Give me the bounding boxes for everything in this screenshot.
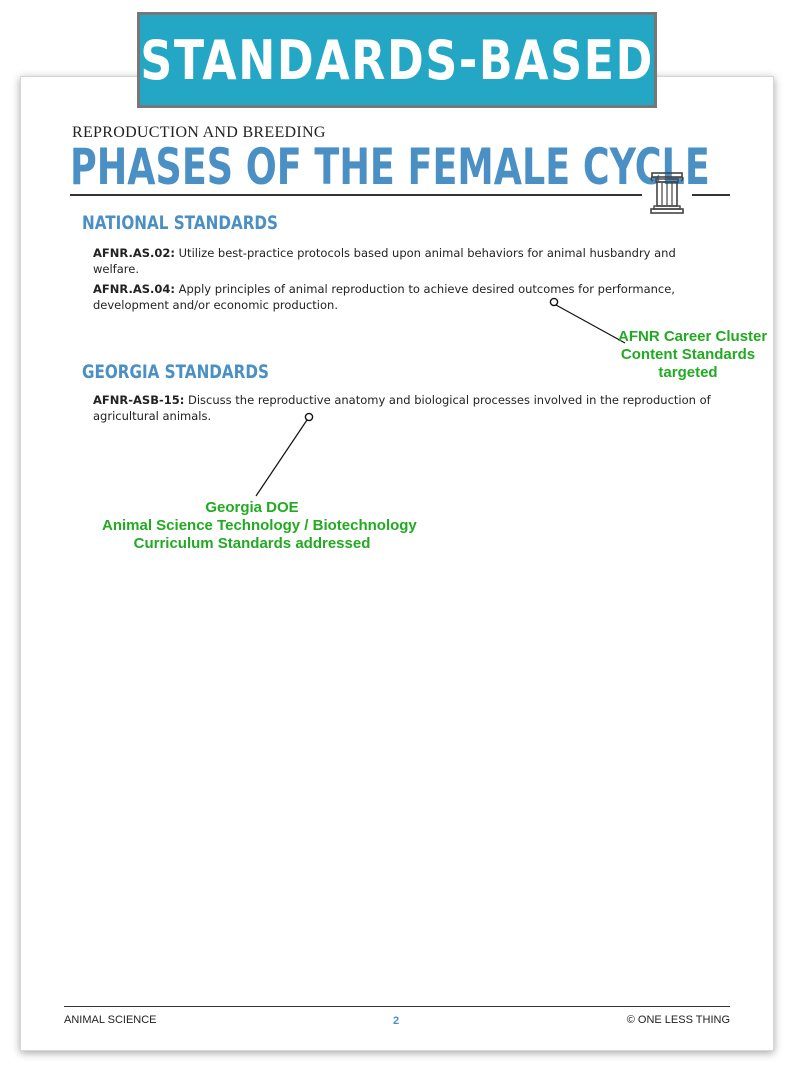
footer-page-number: 2 bbox=[393, 1015, 400, 1027]
standard-code: AFNR-ASB-15: bbox=[93, 393, 185, 407]
georgia-standard-item: AFNR-ASB-15: Discuss the reproductive an… bbox=[93, 392, 723, 424]
standard-code: AFNR.AS.02: bbox=[93, 246, 175, 260]
callout-line-3: Curriculum Standards addressed bbox=[133, 535, 371, 552]
national-standard-item: AFNR.AS.02: Utilize best-practice protoc… bbox=[93, 245, 723, 277]
callout-line-1: AFNR Career Cluster bbox=[618, 328, 768, 345]
callout-line-2: Animal Science Technology / Biotechnolog… bbox=[102, 517, 417, 534]
callout-line-3: targeted bbox=[658, 364, 718, 381]
lesson-title: PHASES OF THE FEMALE CYCLE bbox=[70, 138, 710, 196]
banner-label: STANDARDS-BASED bbox=[140, 28, 654, 92]
title-rule-right bbox=[692, 194, 730, 196]
national-standard-item: AFNR.AS.04: Apply principles of animal r… bbox=[93, 281, 723, 313]
afnr-callout: AFNR Career Cluster Content Standards ta… bbox=[618, 328, 768, 382]
georgia-standards-heading: GEORGIA STANDARDS bbox=[82, 361, 269, 383]
lesson-kicker: REPRODUCTION AND BREEDING bbox=[72, 124, 326, 141]
greek-column-icon bbox=[650, 172, 684, 214]
standard-code: AFNR.AS.04: bbox=[93, 282, 175, 296]
document-sheet bbox=[20, 76, 774, 1051]
title-rule-left bbox=[70, 194, 642, 196]
national-standards-heading: NATIONAL STANDARDS bbox=[82, 212, 278, 234]
georgia-callout: Georgia DOE Animal Science Technology / … bbox=[102, 499, 417, 553]
standard-text: Discuss the reproductive anatomy and bio… bbox=[93, 393, 711, 423]
standard-text: Apply principles of animal reproduction … bbox=[93, 282, 675, 312]
standard-text: Utilize best-practice protocols based up… bbox=[93, 246, 676, 276]
footer-course: ANIMAL SCIENCE bbox=[64, 1014, 157, 1026]
callout-line-2: Content Standards bbox=[620, 346, 756, 363]
standards-banner: STANDARDS-BASED bbox=[137, 12, 657, 108]
footer-copyright: © ONE LESS THING bbox=[626, 1014, 730, 1026]
callout-line-1: Georgia DOE bbox=[205, 499, 299, 516]
footer-rule bbox=[64, 1006, 730, 1007]
